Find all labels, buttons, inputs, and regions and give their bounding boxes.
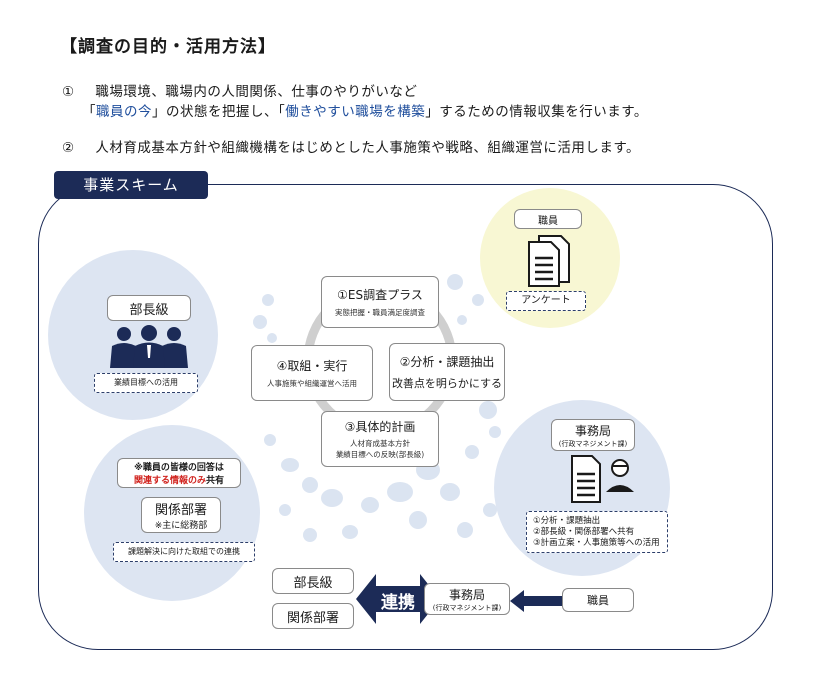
purpose-item-2: ② 人材育成基本方針や組織機構をはじめとした人事施策や戦略、組織運営に活用します…: [62, 136, 640, 156]
item-text: 人材育成基本方針や組織機構をはじめとした人事施策や戦略、組織運営に活用します。: [95, 140, 641, 156]
step-title: ①ES調査プラス: [337, 288, 423, 302]
renkei-label: 連携: [381, 593, 415, 613]
kankei-subtitle: ※主に総務部: [154, 521, 208, 531]
jimu-title: 事務局: [574, 423, 611, 438]
note-tail: 共有: [206, 476, 225, 486]
step-subtitle: 実態把握・職員満足度調査: [335, 308, 425, 317]
bucho-usage-label: 業績目標への活用: [94, 373, 198, 393]
highlight-text: 職員の今: [96, 104, 152, 120]
step-subtitle: 人材育成基本方針: [350, 439, 410, 448]
purpose-item-1-line-2: 「職員の今」の状態を把握し、「働きやすい職場を構築」するための情報収集を行います…: [82, 100, 648, 120]
page-title: 【調査の目的・活用方法】: [60, 37, 276, 57]
note-highlight: 関連する情報のみ: [133, 476, 206, 486]
cycle-step-4: ④取組・実行 人事施策や組織運営へ活用: [251, 345, 373, 401]
purpose-item-1-line-1: ① 職場環境、職場内の人間関係、仕事のやりがいなど: [62, 80, 417, 100]
sharing-note: ※職員の皆様の回答は 関連する情報のみ共有: [117, 458, 241, 488]
step-title: ③具体的計画: [344, 420, 416, 434]
staff-document-icon: [571, 455, 634, 503]
cycle-step-1: ①ES調査プラス 実態把握・職員満足度調査: [321, 276, 439, 328]
kankei-title: 関係部署: [154, 503, 207, 518]
decorative-dots: [253, 274, 501, 542]
staff-label: 職員: [514, 209, 582, 229]
text-segment: 」するための情報収集を行います。: [425, 104, 648, 120]
jimu-label: 事務局 (行政マネジメント課): [551, 419, 635, 451]
step-subtitle: 人事施策や組織運営へ活用: [267, 379, 357, 388]
scheme-frame: [38, 184, 773, 650]
item-text: 職場環境、職場内の人間関係、仕事のやりがいなど: [95, 84, 418, 100]
task-item: ③計画立案・人事施策等への活用: [533, 538, 660, 548]
note-line-1: ※職員の皆様の回答は: [134, 463, 224, 473]
kankei-label: 関係部署 ※主に総務部: [141, 497, 221, 533]
scheme-title: 事業スキーム: [54, 171, 208, 199]
bucho-label: 部長級: [107, 295, 191, 321]
item-number: ①: [62, 84, 75, 100]
task-item: ②部長級・関係部署へ共有: [533, 527, 635, 537]
step-subtitle: 改善点を明らかにする: [391, 377, 503, 390]
kankei-usage-label: 課題解決に向けた取組での連携: [113, 542, 255, 562]
step-subtitle: 業績目標への反映(部長級): [335, 450, 425, 459]
renkei-double-arrow: [356, 574, 440, 624]
step-title: ④取組・実行: [276, 359, 348, 373]
highlight-text: 働きやすい職場を構築: [285, 104, 426, 120]
bottom-kankei-box: 関係部署: [272, 603, 354, 629]
document-icon: [528, 235, 570, 287]
managers-icon: [110, 325, 188, 368]
cycle-step-3: ③具体的計画 人材育成基本方針 業績目標への反映(部長級): [321, 411, 439, 467]
step-title: ②分析・課題抽出: [399, 355, 495, 369]
bottom-jimu-title: 事務局: [448, 587, 485, 602]
bottom-jimu-subtitle: (行政マネジメント課): [432, 603, 502, 612]
bottom-bucho-box: 部長級: [272, 568, 354, 594]
bottom-jimu-box: 事務局 (行政マネジメント課): [424, 583, 510, 615]
cycle-step-2: ②分析・課題抽出 改善点を明らかにする: [389, 343, 505, 401]
text-segment: 「: [82, 104, 96, 120]
staff-to-jimu-arrow: [510, 590, 566, 612]
survey-label: アンケート: [506, 291, 586, 311]
jimu-task-list: ①分析・課題抽出 ②部長級・関係部署へ共有 ③計画立案・人事施策等への活用: [526, 511, 668, 553]
bottom-staff-box: 職員: [562, 588, 634, 612]
item-number: ②: [62, 140, 75, 156]
jimu-subtitle: (行政マネジメント課): [558, 439, 628, 448]
task-item: ①分析・課題抽出: [533, 516, 601, 526]
text-segment: 」の状態を把握し、「: [152, 104, 286, 120]
